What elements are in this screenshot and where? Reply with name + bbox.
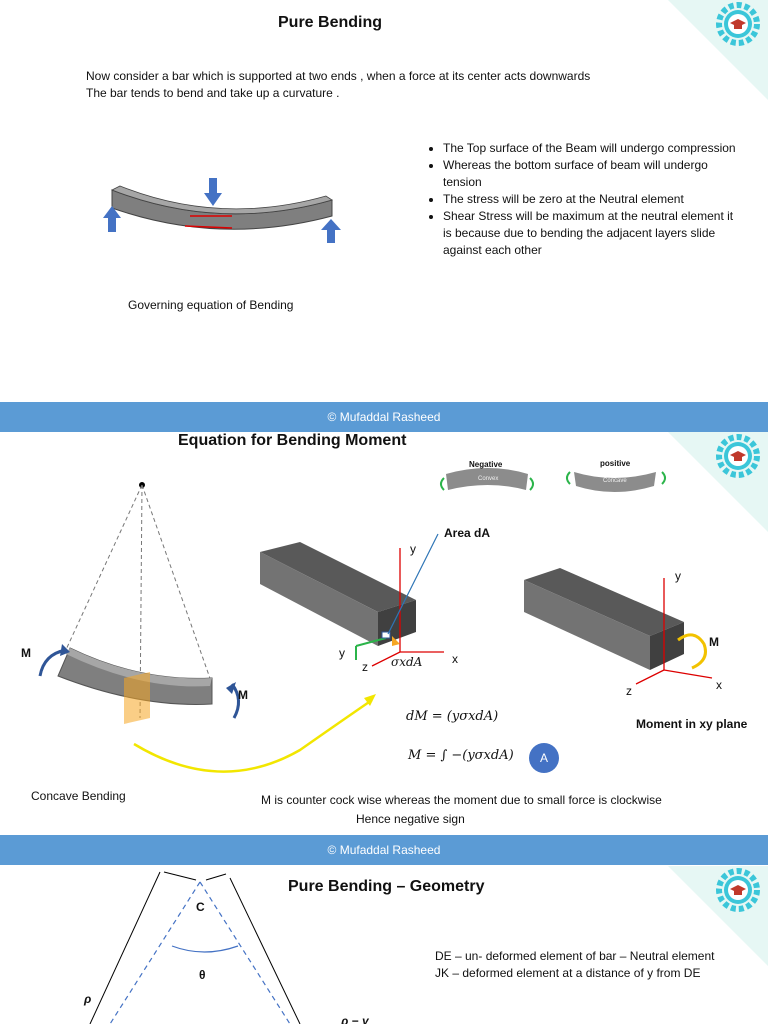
concave-bending-label: Concave Bending (31, 789, 126, 803)
moment-plane-label: Moment in xy plane (636, 717, 748, 731)
label-c: C (196, 900, 205, 914)
moment-plane-figure (524, 568, 713, 685)
axis-y-label: y (410, 542, 416, 556)
footer-copyright: © Mufaddal Rasheed (0, 835, 768, 865)
positive-label: positive (600, 459, 631, 468)
negative-label: Negative (469, 460, 503, 469)
sigma-label: σxdA (391, 655, 423, 669)
equation-badge: A (529, 743, 559, 773)
note-line-2: Hence negative sign (356, 812, 465, 826)
geometry-figure (89, 871, 301, 1024)
description-jk: JK – deformed element at a distance of y… (435, 966, 701, 980)
list-item: The Top surface of the Beam will undergo… (443, 140, 743, 157)
concave-bending-figure (38, 482, 376, 773)
sign-convention-figure (440, 468, 666, 492)
note-line-1: M is counter cock wise whereas the momen… (261, 793, 662, 807)
convex-label: Convex (478, 476, 499, 482)
moment-m-right: M (238, 688, 248, 702)
list-item: The stress will be zero at the Neutral e… (443, 191, 743, 208)
intro-line-1: Now consider a bar which is supported at… (86, 69, 591, 83)
equation-dm: dM = (yσxdA) (406, 709, 499, 724)
slide-title: Equation for Bending Moment (178, 432, 407, 449)
gear-logo-icon (716, 2, 760, 46)
axis-z-label: z (362, 660, 368, 674)
slide-pure-bending: Pure Bending Now consider a bar which is… (0, 0, 768, 402)
axis-z-label-2: z (626, 684, 632, 698)
intro-line-2: The bar tends to bend and take up a curv… (86, 86, 340, 100)
axis-y-label-2: y (675, 569, 681, 583)
slide-bending-moment: Equation for Bending Moment Negative pos… (0, 432, 768, 834)
area-element-figure (260, 533, 444, 667)
area-da-label: Area dA (444, 526, 491, 540)
bent-beam-figure (103, 178, 341, 243)
gear-logo-icon (716, 434, 760, 478)
moment-m-left: M (21, 646, 31, 660)
label-rho-minus-y: ρ − y (341, 1014, 369, 1024)
list-item: Shear Stress will be maximum at the neut… (443, 208, 743, 259)
gear-logo-icon (716, 868, 760, 912)
bullet-list: The Top surface of the Beam will undergo… (425, 140, 743, 259)
axis-x-label: x (452, 652, 458, 666)
description-de: DE – un- deformed element of bar – Neutr… (435, 949, 715, 963)
equation-m: M = ∫ −(yσxdA) (408, 748, 514, 763)
axis-x-label-2: x (716, 678, 722, 692)
slide-geometry: Pure Bending – Geometry C θ ρ ρ − y DE –… (0, 866, 768, 1024)
footer-copyright: © Mufaddal Rasheed (0, 402, 768, 432)
governing-equation-label: Governing equation of Bending (128, 298, 294, 312)
label-theta: θ (199, 968, 206, 982)
slide-title: Pure Bending – Geometry (288, 878, 485, 895)
label-rho: ρ (84, 992, 92, 1006)
moment-m-plane: M (709, 635, 719, 649)
concave-label: Concave (603, 478, 627, 484)
list-item: Whereas the bottom surface of beam will … (443, 157, 743, 191)
page-title: Pure Bending (278, 14, 383, 31)
axis-y-small-label: y (339, 646, 345, 660)
